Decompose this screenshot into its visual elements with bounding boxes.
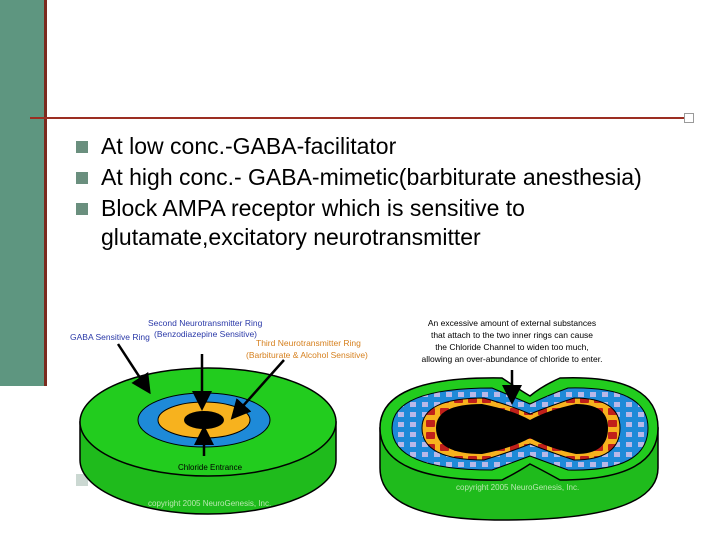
third-ring-sublabel: (Barbiturate & Alcohol Sensitive) <box>246 350 368 360</box>
gaba-receptor-illustration: GABA Sensitive Ring Second Neurotransmit… <box>70 318 659 521</box>
gaba-ring-arrow <box>116 343 151 395</box>
second-ring-sublabel: (Benzodiazepine Sensitive) <box>154 329 257 339</box>
bullet-item: At low conc.-GABA-facilitator <box>76 132 696 161</box>
left-copyright: copyright 2005 NeuroGenesis, Inc. <box>148 499 271 508</box>
chloride-entrance-label: Chloride Entrance <box>178 463 243 472</box>
divider-square-icon <box>684 113 694 123</box>
square-bullet-icon <box>76 172 88 184</box>
widened-chloride-pore <box>436 404 608 454</box>
third-ring-label: Third Neurotransmitter Ring <box>256 338 361 348</box>
title-divider <box>30 117 690 119</box>
right-channel-diagram: An excessive amount of external substanc… <box>379 318 659 521</box>
faded-bullet-icon <box>76 474 88 486</box>
square-bullet-icon <box>76 141 88 153</box>
bullet-text: At low conc.-GABA-facilitator <box>101 133 397 159</box>
bullet-item: Block AMPA receptor which is sensitive t… <box>76 194 696 252</box>
square-bullet-icon <box>76 203 88 215</box>
bullet-text: Block AMPA receptor which is sensitive t… <box>101 195 525 250</box>
third-ring-arrow <box>230 359 285 420</box>
left-channel-diagram: GABA Sensitive Ring Second Neurotransmit… <box>70 318 368 515</box>
left-accent-edge <box>44 0 47 386</box>
bullet-list: At low conc.-GABA-facilitator At high co… <box>76 132 696 254</box>
right-copyright: copyright 2005 NeuroGenesis, Inc. <box>456 483 579 492</box>
right-caption-line3: the Chloride Channel to widen too much, <box>435 342 589 352</box>
bullet-text: At high conc.- GABA-mimetic(barbiturate … <box>101 164 642 190</box>
right-caption-line2: that attach to the two inner rings can c… <box>431 330 593 340</box>
right-caption-line1: An excessive amount of external substanc… <box>428 318 596 328</box>
right-caption-line4: allowing an over-abundance of chloride t… <box>422 354 603 364</box>
bullet-item: At high conc.- GABA-mimetic(barbiturate … <box>76 163 696 192</box>
chloride-pore <box>184 411 224 429</box>
left-accent-band <box>0 0 46 386</box>
second-ring-label: Second Neurotransmitter Ring <box>148 318 263 328</box>
gaba-ring-label: GABA Sensitive Ring <box>70 332 150 342</box>
